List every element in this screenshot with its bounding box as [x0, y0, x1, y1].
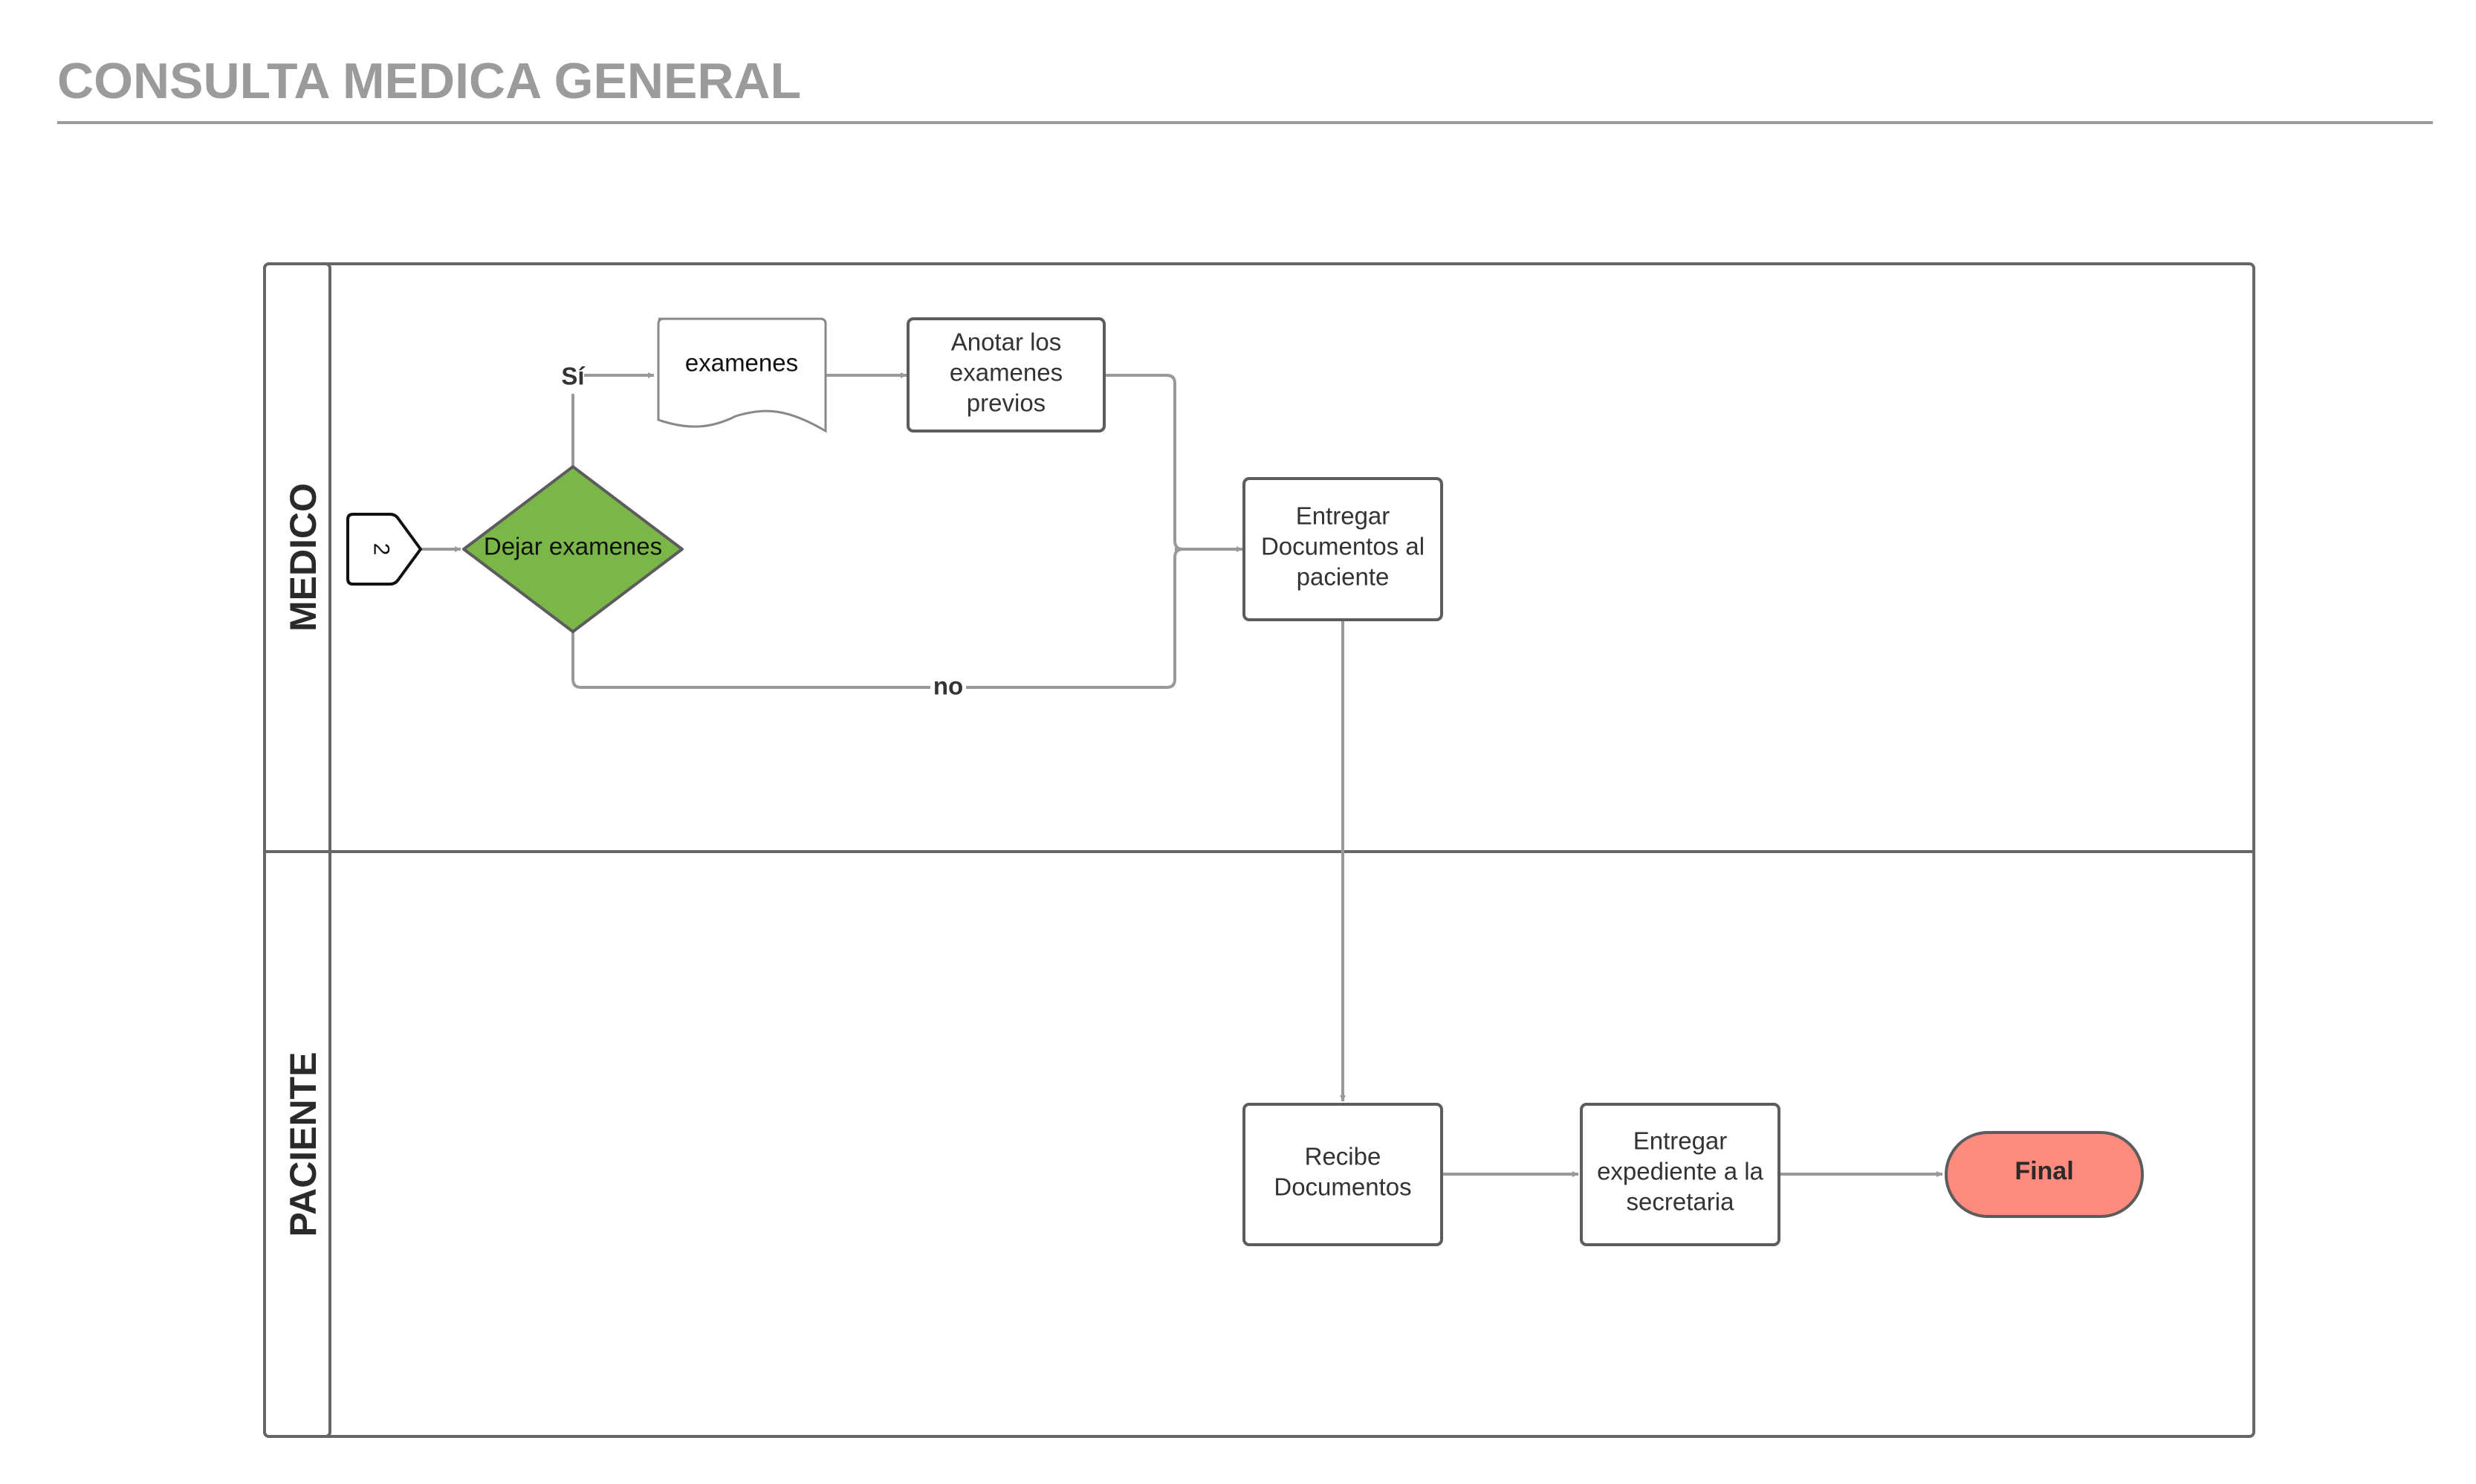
process-box [1242, 1103, 1443, 1246]
process-label-line: secretaria [1627, 1188, 1735, 1216]
edge-decision-no [571, 548, 1184, 689]
process-label-line: expediente a la [1597, 1158, 1763, 1185]
connector-number: 2 [369, 543, 394, 556]
process-label-line: Documentos al [1261, 533, 1425, 560]
process-label-line: paciente [1297, 563, 1390, 591]
decision-node: Dejar examenes [462, 465, 684, 633]
process-label-line: Recibe [1305, 1143, 1381, 1170]
pool [263, 262, 2255, 1438]
process-label-line: examenes [950, 359, 1063, 386]
title-divider [57, 121, 2433, 124]
decision-label: Dejar examenes [484, 533, 662, 560]
process-box [907, 317, 1106, 432]
lane-label-medico: MEDICO [282, 483, 324, 632]
process-label-line: Documentos [1274, 1173, 1411, 1201]
process-label-line: Entregar [1633, 1127, 1728, 1155]
terminator-shape [1945, 1131, 2144, 1218]
terminator-final: Final [1945, 1131, 2144, 1218]
edge-label-yes: Sí [561, 363, 586, 390]
process-box [1242, 477, 1443, 621]
process-box [1580, 1103, 1780, 1246]
process-anotar-examenes: Anotar los examenes previos [907, 317, 1106, 432]
process-label-line: Entregar [1296, 502, 1390, 530]
terminator-label: Final [2015, 1157, 2073, 1185]
document-node: examenes [657, 317, 827, 433]
process-label-line: Anotar los [951, 328, 1062, 356]
document-shape [657, 317, 827, 433]
connectors [421, 372, 1942, 1177]
edge-label-no-bg [930, 673, 966, 700]
process-recibe-documentos: Recibe Documentos [1242, 1103, 1443, 1246]
process-entregar-documentos: Entregar Documentos al paciente [1242, 477, 1443, 621]
process-entregar-expediente: Entregar expediente a la secretaria [1580, 1103, 1780, 1246]
process-label-line: previos [967, 389, 1046, 417]
document-label: examenes [685, 349, 798, 377]
edge-label-no: no [933, 673, 963, 700]
page-title: CONSULTA MEDICA GENERAL [57, 53, 802, 109]
decision-diamond [462, 465, 684, 633]
connector-shape [346, 513, 422, 586]
off-page-connector: 2 [346, 513, 422, 586]
lane-label-paciente: PACIENTE [282, 1052, 324, 1237]
